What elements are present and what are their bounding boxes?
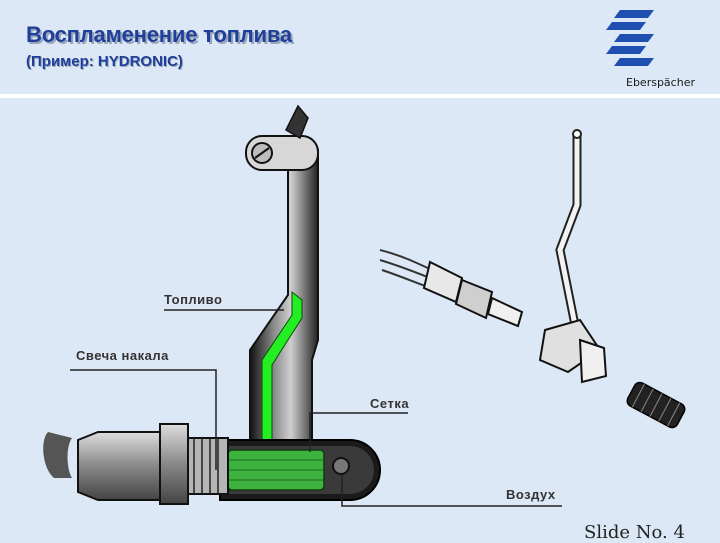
logo-text: Eberspächer: [626, 76, 695, 89]
leader-lines: [70, 309, 562, 507]
glow-plug: [43, 423, 229, 505]
mesh-pattern: [228, 459, 324, 481]
air-inlet: [332, 457, 350, 475]
slide-subtitle: (Пример: HYDRONIC): [26, 53, 183, 70]
label-glow-plug: Свеча накала: [76, 348, 169, 363]
label-air: Воздух: [506, 487, 556, 502]
label-fuel: Топливо: [164, 292, 223, 307]
burner-diagram: [43, 104, 686, 507]
slide-title: Воспламенение топлива: [26, 22, 292, 47]
label-mesh: Сетка: [370, 396, 410, 411]
exploded-parts: [379, 129, 686, 429]
slide-number: Slide No. 4: [584, 522, 685, 543]
fuel-pipe: [245, 104, 319, 451]
header-divider: [0, 94, 720, 98]
eberspaecher-logo: [606, 10, 654, 66]
slide-header: Воспламенение топлива (Пример: HYDRONIC)…: [0, 0, 720, 96]
